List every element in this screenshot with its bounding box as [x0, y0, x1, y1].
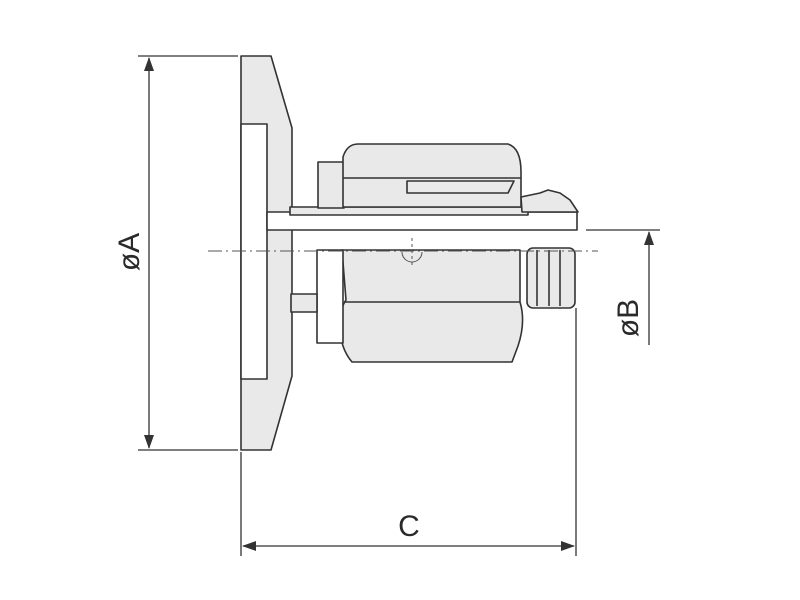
- nut-slot: [406, 180, 515, 194]
- ferrule-lower: [526, 247, 576, 309]
- nut-lower: [339, 249, 524, 363]
- nut-upper: [342, 143, 522, 208]
- dimension-c-label: C: [398, 510, 420, 543]
- dimension-b: [586, 229, 660, 345]
- neck: [290, 293, 318, 313]
- dimension-b-label: øB: [612, 299, 645, 337]
- dimension-c: [240, 308, 577, 556]
- dimension-a: [138, 55, 238, 451]
- nut-collar-lower: [316, 249, 344, 344]
- ferrule-upper: [520, 189, 579, 213]
- fitting-part: [240, 55, 579, 451]
- nut-collar-upper: [317, 161, 345, 209]
- dimension-a-label: øA: [113, 233, 146, 271]
